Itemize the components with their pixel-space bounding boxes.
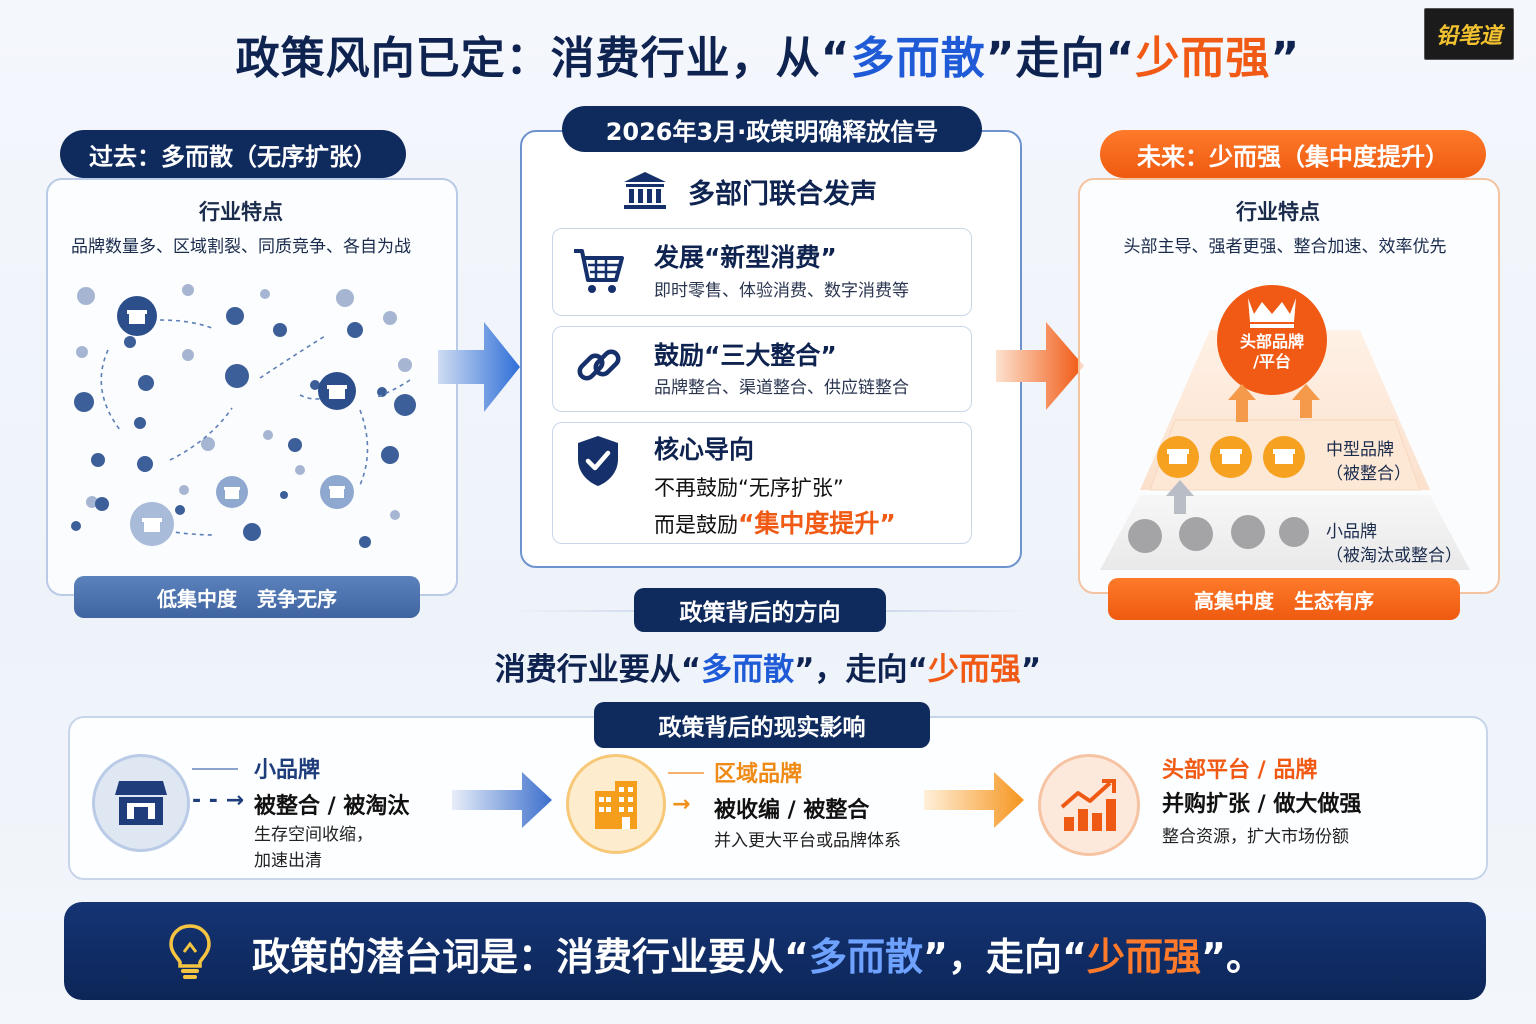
right-feature-title: 行业特点 xyxy=(1236,200,1320,224)
right-feature-desc: 头部主导、强者更强、整合加速、效率优先 xyxy=(1123,237,1447,257)
impact-action: 并购扩张 / 做大做强 xyxy=(1162,792,1362,817)
left-tag: 过去：多而散（无序扩张） xyxy=(60,130,406,178)
card-line: 而是鼓励“集中度提升” xyxy=(654,509,896,538)
building-icon xyxy=(566,754,666,854)
highlight-text: “集中度提升” xyxy=(738,509,896,538)
impact-title: 小品牌 xyxy=(254,758,321,783)
lightbulb-icon xyxy=(169,924,211,979)
bank-icon xyxy=(624,172,666,209)
center-tag: 2026年3月·政策明确释放信号 xyxy=(562,106,982,152)
impact-desc: 生存空间收缩，加速出清 xyxy=(254,825,373,871)
link-icon xyxy=(577,349,621,381)
growth-chart-icon xyxy=(1038,754,1140,856)
card-title: 核心导向 xyxy=(654,435,755,464)
brand-logo: 铅笔道 xyxy=(1424,8,1514,60)
store-icon xyxy=(92,754,190,852)
card-core-guidance xyxy=(552,422,972,544)
small-brand-label: 小品牌（被淘汰或整合） xyxy=(1326,522,1462,566)
impact-title: 头部平台 / 品牌 xyxy=(1162,758,1318,783)
top-brand-label: 头部品牌/平台 xyxy=(1239,332,1304,371)
center-heading: 多部门联合发声 xyxy=(688,179,877,210)
arrow-right-icon xyxy=(438,322,520,412)
arrow-right-icon xyxy=(452,772,552,828)
bottom-statement: 政策的潜台词是：消费行业要从“多而散”，走向“少而强”。 xyxy=(252,935,1264,979)
card-title: 鼓励“三大整合” xyxy=(654,341,837,370)
impact-action: 被整合 / 被淘汰 xyxy=(254,794,410,819)
arrow-small-icon: → xyxy=(672,792,691,817)
card-new-consumption xyxy=(552,228,972,316)
impact-action: 被收编 / 被整合 xyxy=(714,798,870,823)
direction-tag: 政策背后的方向 xyxy=(634,588,886,632)
direction-text: 消费行业要从“多而散”，走向“少而强” xyxy=(494,652,1042,688)
card-desc: 品牌整合、渠道整合、供应链整合 xyxy=(654,378,909,398)
scattered-market-diagram xyxy=(71,284,416,548)
mid-brand-label: 中型品牌（被整合） xyxy=(1326,440,1411,484)
bottom-banner xyxy=(64,902,1486,1000)
dashed-arrow-icon: - - → xyxy=(192,788,245,813)
right-tag: 未来：少而强（集中度提升） xyxy=(1100,130,1486,178)
card-title: 发展“新型消费” xyxy=(654,243,837,272)
card-desc: 即时零售、体验消费、数字消费等 xyxy=(654,281,909,301)
arrow-right-icon xyxy=(996,322,1084,410)
impact-desc: 并入更大平台或品牌体系 xyxy=(714,831,901,851)
arrow-right-icon xyxy=(924,772,1024,828)
page-title: 政策风向已定：消费行业，从“多而散”走向“少而强” xyxy=(235,33,1301,84)
shield-check-icon xyxy=(578,436,618,486)
pyramid-diagram xyxy=(1100,285,1470,570)
right-footer-badge: 高集中度 生态有序 xyxy=(1108,578,1460,620)
left-footer-badge: 低集中度 竞争无序 xyxy=(74,576,420,618)
cart-icon xyxy=(574,249,624,293)
impact-line xyxy=(192,768,238,770)
impact-tag: 政策背后的现实影响 xyxy=(594,702,930,748)
impact-desc: 整合资源，扩大市场份额 xyxy=(1162,827,1349,847)
left-feature-desc: 品牌数量多、区域割裂、同质竞争、各自为战 xyxy=(71,237,411,257)
impact-line xyxy=(668,772,704,774)
impact-title: 区域品牌 xyxy=(714,762,803,787)
card-line: 不再鼓励“无序扩张” xyxy=(654,476,844,500)
card-integration xyxy=(552,326,972,412)
left-feature-title: 行业特点 xyxy=(199,200,283,224)
